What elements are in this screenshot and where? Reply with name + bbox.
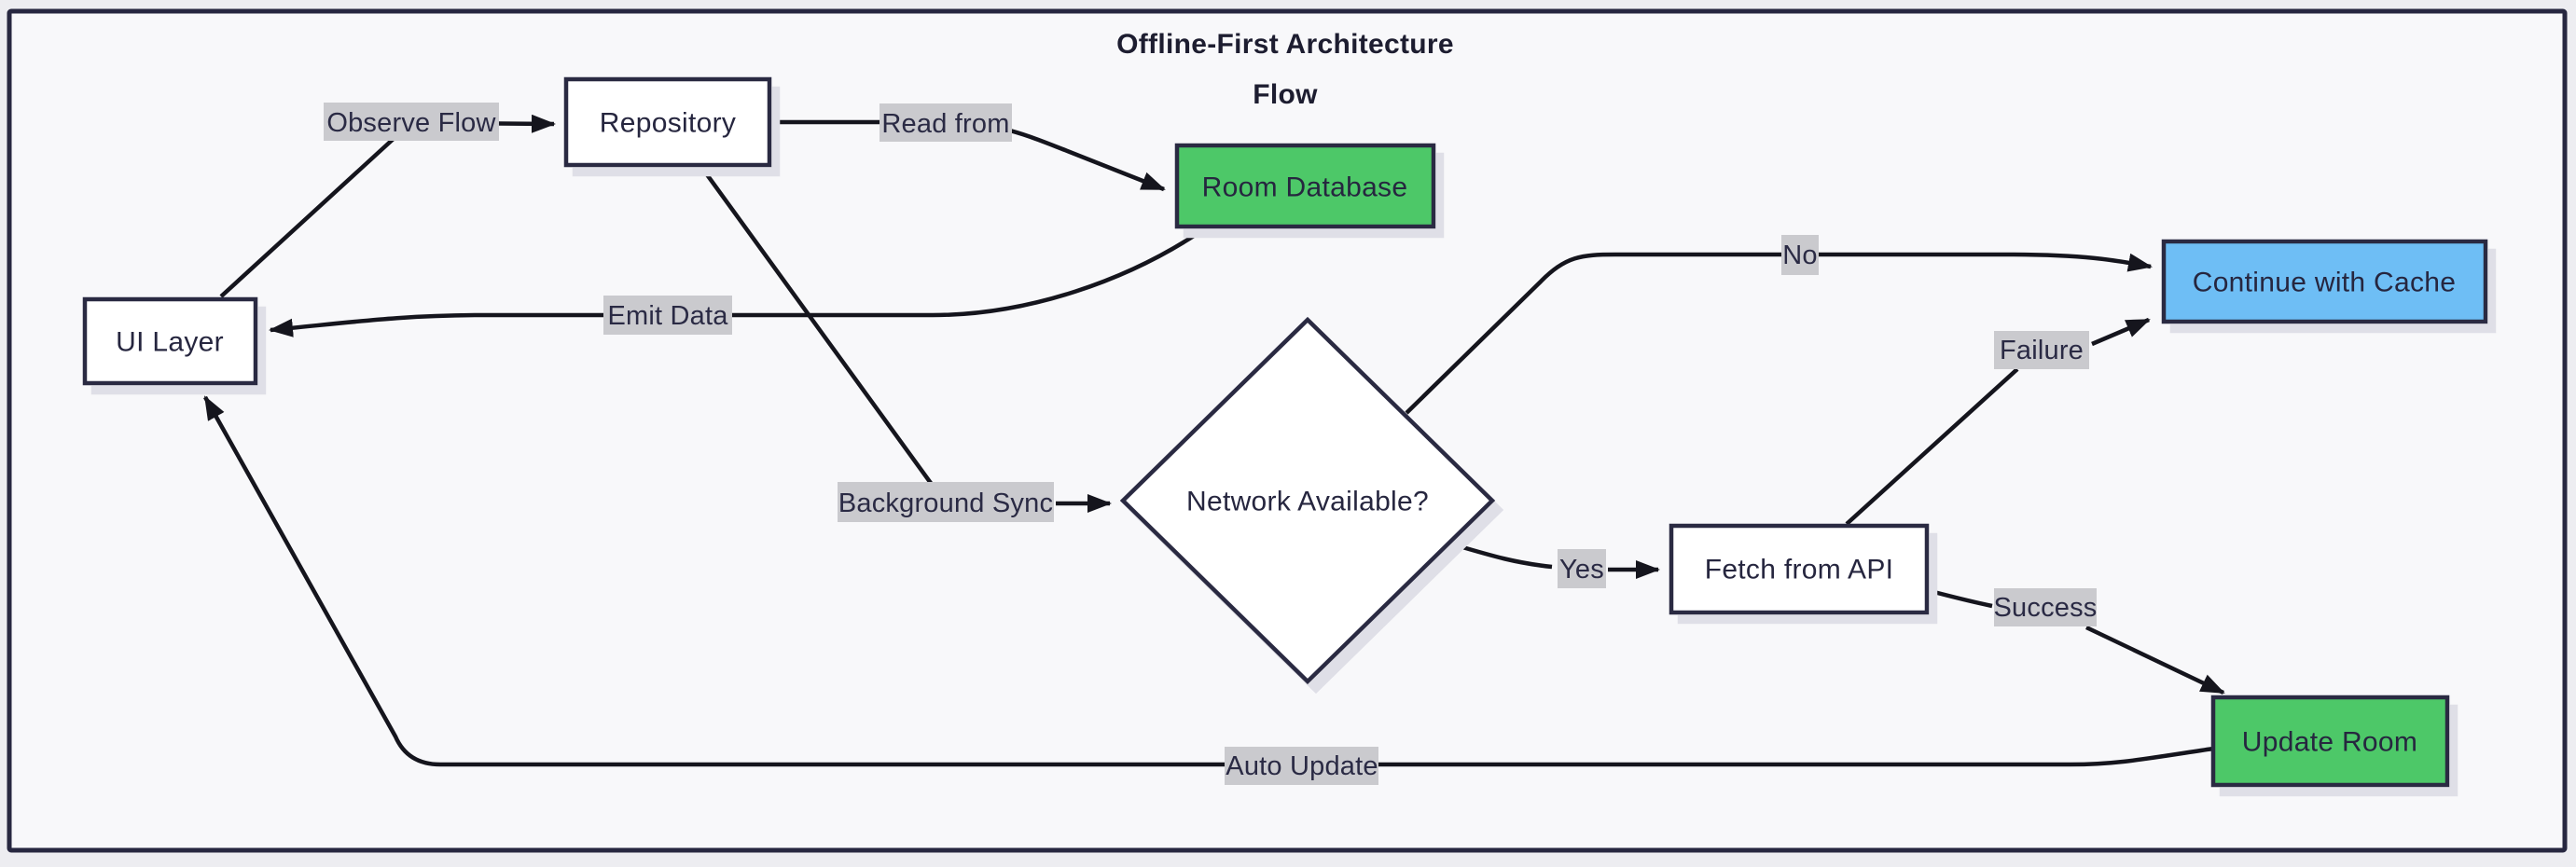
edge-yes bbox=[1452, 542, 1658, 570]
edge-label-text: Read from bbox=[881, 109, 1009, 139]
edge-label-text: Observe Flow bbox=[326, 108, 496, 138]
edge-label-bg bbox=[879, 103, 1012, 142]
node-fetch-from-api: Fetch from API bbox=[1669, 523, 1930, 615]
node-shape bbox=[2161, 239, 2488, 324]
edge-no bbox=[1405, 252, 2153, 415]
edge-label-success: Success bbox=[1994, 588, 2098, 626]
edge-auto-update bbox=[203, 395, 2214, 767]
node-shape bbox=[1669, 523, 1930, 615]
node-label: Continue with Cache bbox=[2193, 268, 2457, 298]
edge-label-text: Failure bbox=[2000, 336, 2084, 365]
edge-label-background-sync: Background Sync bbox=[838, 482, 1054, 522]
node-shape-diamond bbox=[1119, 316, 1496, 685]
edge-label-observe-flow: Observe Flow bbox=[324, 103, 499, 141]
edge-label-text: Background Sync bbox=[838, 489, 1053, 518]
edge-label-text: Emit Data bbox=[607, 301, 728, 331]
edge-label-bg bbox=[324, 103, 499, 141]
diagram-title-line2: Flow bbox=[1253, 79, 1318, 110]
edge-label-emit-data: Emit Data bbox=[603, 296, 732, 335]
node-label: Network Available? bbox=[1186, 487, 1429, 517]
edge-label-bg bbox=[1994, 331, 2089, 369]
node-label: UI Layer bbox=[116, 327, 224, 358]
edge-label-text: Auto Update bbox=[1226, 751, 1378, 781]
diagram-title: Offline-First Architecture Flow bbox=[1116, 29, 1454, 110]
edge-label-text: Yes bbox=[1559, 555, 1604, 585]
node-shape bbox=[563, 76, 772, 168]
edge-label-read-from: Read from bbox=[879, 103, 1012, 142]
node-network-available-decision: Network Available? bbox=[1119, 316, 1496, 685]
node-continue-with-cache: Continue with Cache bbox=[2161, 239, 2488, 324]
node-shape bbox=[1174, 143, 1436, 229]
edge-label-text: No bbox=[1782, 241, 1817, 270]
edge-label-bg bbox=[1558, 549, 1606, 588]
node-room-database: Room Database bbox=[1174, 143, 1436, 229]
edge-label-group: Observe Flow Read from Emit Data Backgro… bbox=[324, 103, 2098, 785]
edge-background-sync bbox=[699, 165, 1110, 503]
edge-label-bg bbox=[1781, 235, 1819, 275]
edge-label-no: No bbox=[1781, 235, 1819, 275]
diagram-title-line1: Offline-First Architecture bbox=[1116, 29, 1454, 60]
node-label: Fetch from API bbox=[1705, 555, 1894, 585]
edge-emit-data bbox=[269, 225, 1210, 337]
node-shape bbox=[82, 296, 258, 386]
edge-label-bg bbox=[1225, 747, 1378, 785]
edge-label-bg bbox=[603, 296, 732, 335]
node-repository: Repository bbox=[563, 76, 772, 168]
edge-label-auto-update: Auto Update bbox=[1225, 747, 1378, 785]
node-ui-layer: UI Layer bbox=[82, 296, 258, 386]
node-label: Room Database bbox=[1202, 172, 1408, 203]
node-update-room: Update Room bbox=[2210, 695, 2450, 788]
edge-success bbox=[1926, 587, 2223, 693]
edge-label-failure: Failure bbox=[1994, 331, 2089, 369]
edge-failure bbox=[1845, 320, 2149, 526]
edge-label-bg bbox=[1994, 588, 2097, 626]
edge-label-bg bbox=[838, 482, 1054, 522]
node-label: Update Room bbox=[2242, 727, 2417, 758]
node-group: Repository Room Database UI Layer Networ… bbox=[82, 76, 2488, 788]
edge-label-text: Success bbox=[1994, 593, 2098, 623]
node-shape bbox=[2210, 695, 2450, 788]
node-label: Repository bbox=[600, 108, 736, 139]
edge-label-yes: Yes bbox=[1558, 549, 1606, 588]
